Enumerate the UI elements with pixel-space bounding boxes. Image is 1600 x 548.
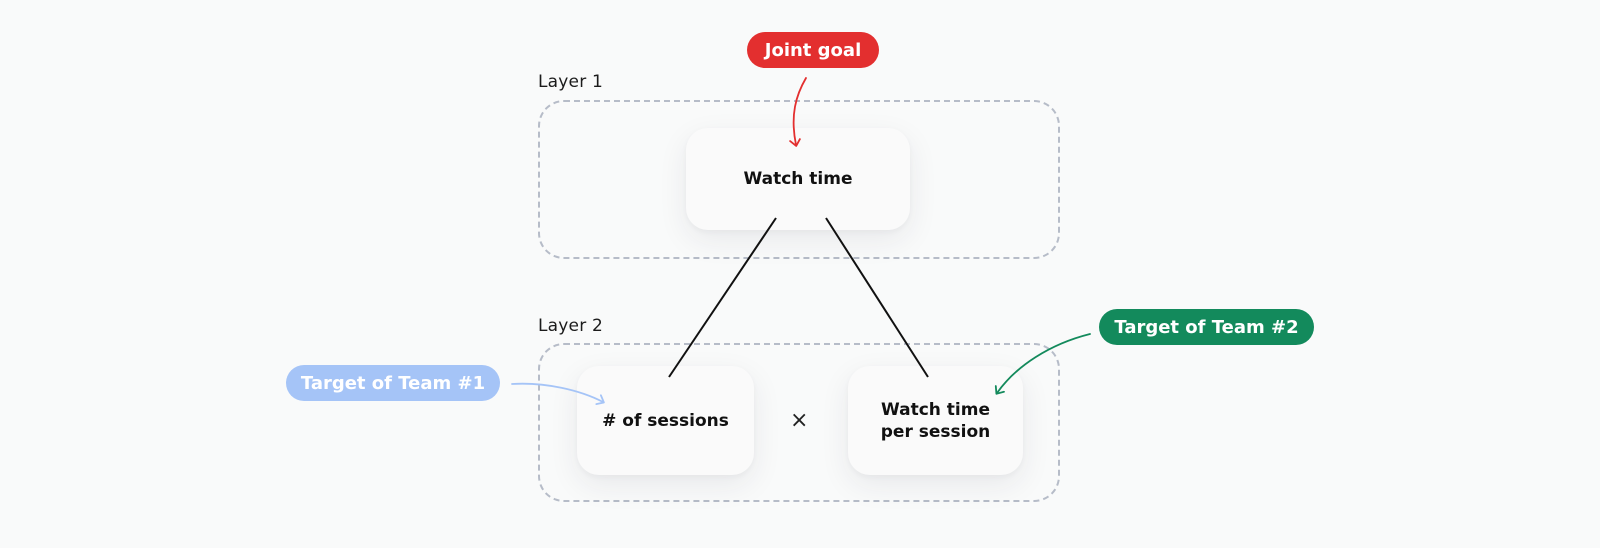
layer-1-label: Layer 1 [538,72,604,92]
callout-target-team-2: Target of Team #2 [1099,309,1314,345]
multiply-operator: × [790,408,809,433]
callout-joint-goal-label: Joint goal [764,39,862,61]
callout-target-team-2-label: Target of Team #2 [1114,316,1299,338]
callout-joint-goal: Joint goal [747,32,879,68]
node-watch-time[interactable]: Watch time [686,128,910,230]
callout-target-team-1: Target of Team #1 [286,365,500,401]
callout-target-team-1-label: Target of Team #1 [300,372,486,394]
node-watch-time-label: Watch time [743,169,853,189]
layer-2-container [538,343,1060,502]
layer-2-label: Layer 2 [538,316,604,336]
node-watch-time-per-session-line-2: per session [880,421,991,442]
node-number-of-sessions[interactable]: # of sessions [577,366,754,475]
node-number-of-sessions-label: # of sessions [602,410,729,431]
node-watch-time-per-session[interactable]: Watch time per session [848,366,1023,475]
node-watch-time-per-session-line-1: Watch time [880,399,991,420]
